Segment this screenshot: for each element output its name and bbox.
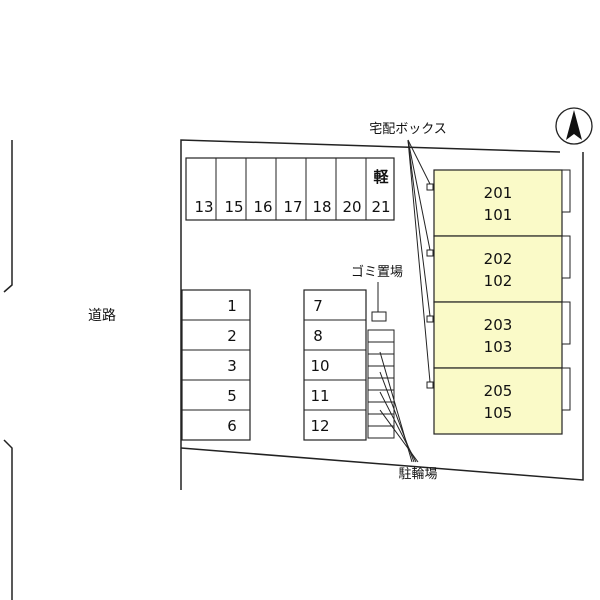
- property-boundary: [180, 139, 561, 490]
- road-edge-line: [3, 140, 13, 600]
- unit-202: 202: [484, 250, 513, 268]
- delivery-box: [426, 315, 434, 323]
- parking-left-group: 1 2 3 5 6: [181, 289, 251, 441]
- delivery-box: [426, 249, 434, 257]
- parking-space-13: 13: [194, 198, 213, 216]
- bicycle-leader-lines: [379, 351, 419, 463]
- building-unit-201-101: [433, 169, 563, 237]
- parking-space-5: 5: [227, 387, 237, 405]
- unit-203: 203: [484, 316, 513, 334]
- balcony: [561, 301, 571, 345]
- parking-space-15: 15: [224, 198, 243, 216]
- delivery-box-label: 宅配ボックス: [369, 122, 447, 137]
- parking-space-20: 20: [342, 198, 361, 216]
- parking-mid-group: 7 8 10 11 12: [303, 289, 367, 441]
- building-unit-202-102: [433, 235, 563, 303]
- parking-space-6: 6: [227, 417, 237, 435]
- parking-space-10: 10: [310, 357, 329, 375]
- bicycle-parking: [367, 329, 395, 439]
- parking-space-7: 7: [313, 297, 323, 315]
- parking-space-21: 21: [371, 198, 390, 216]
- unit-205: 205: [484, 382, 513, 400]
- parking-space-8: 8: [313, 327, 323, 345]
- parking-space-16: 16: [253, 198, 272, 216]
- parking-space-1: 1: [227, 297, 237, 315]
- parking-space-18: 18: [312, 198, 331, 216]
- parking-space-12: 12: [310, 417, 329, 435]
- north-arrow-icon: [555, 107, 593, 145]
- parking-space-3: 3: [227, 357, 237, 375]
- building-block: 201 101 202 102 203 103 205 105: [433, 169, 571, 435]
- parking-space-11: 11: [310, 387, 329, 405]
- road-label: 道路: [88, 308, 116, 324]
- balcony: [561, 235, 571, 279]
- balcony: [561, 169, 571, 213]
- garbage-station: [371, 311, 387, 322]
- building-unit-205-105: [433, 367, 563, 435]
- unit-101: 101: [484, 206, 513, 224]
- delivery-box-leader-lines: [407, 139, 431, 383]
- unit-201: 201: [484, 184, 513, 202]
- parking-top-group: 13 15 16 17 18 20 21 軽: [185, 157, 395, 221]
- bicycle-label: 駐輪場: [398, 466, 437, 482]
- delivery-box: [426, 183, 434, 191]
- unit-102: 102: [484, 272, 513, 290]
- parking-space-17: 17: [283, 198, 302, 216]
- property-boundary-bottom: [180, 152, 584, 481]
- parking-space-2: 2: [227, 327, 237, 345]
- unit-103: 103: [484, 338, 513, 356]
- delivery-box: [426, 381, 434, 389]
- building-unit-203-103: [433, 301, 563, 369]
- garbage-label: ゴミ置場: [351, 264, 403, 280]
- balcony: [561, 367, 571, 411]
- kei-car-label: 軽: [373, 168, 389, 186]
- unit-105: 105: [484, 404, 513, 422]
